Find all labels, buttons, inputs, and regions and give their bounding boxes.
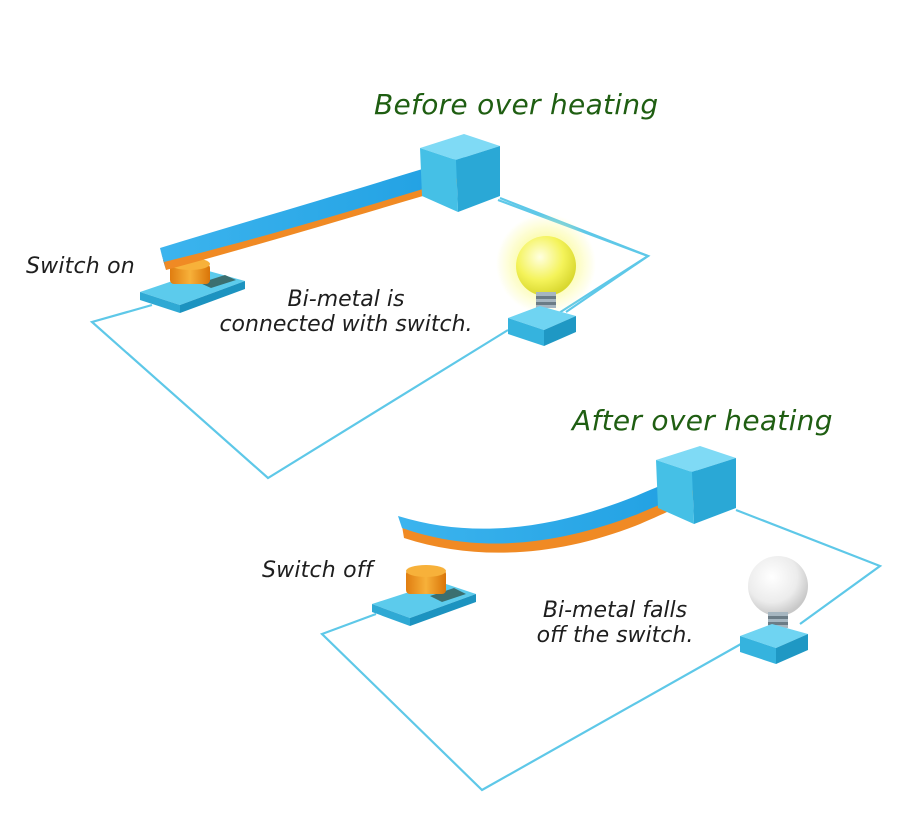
before-switch-base bbox=[140, 270, 245, 313]
after-caption-line2: off the switch. bbox=[536, 623, 694, 648]
after-bulb bbox=[740, 556, 808, 664]
before-circuit bbox=[89, 134, 651, 480]
after-wire-path bbox=[319, 508, 883, 792]
before-heading: Before over heating bbox=[374, 88, 659, 121]
after-switch-label: Switch off bbox=[262, 558, 373, 583]
after-caption-line1: Bi-metal falls bbox=[542, 598, 688, 623]
before-bimetal-strip bbox=[160, 156, 472, 270]
after-anchor-block bbox=[656, 446, 736, 524]
after-heading: After over heating bbox=[572, 404, 833, 437]
before-bulb bbox=[496, 214, 596, 346]
after-caption: Bi-metal falls off the switch. bbox=[500, 598, 730, 648]
before-caption-line1: Bi-metal is bbox=[287, 287, 405, 312]
after-switch-base bbox=[372, 582, 476, 626]
before-anchor-block bbox=[420, 134, 500, 212]
after-switch-contact bbox=[406, 565, 446, 594]
after-circuit bbox=[319, 446, 883, 792]
after-bimetal-strip bbox=[398, 468, 702, 553]
before-switch-label: Switch on bbox=[26, 254, 135, 279]
before-caption: Bi-metal is connected with switch. bbox=[196, 287, 496, 337]
before-caption-line2: connected with switch. bbox=[219, 312, 473, 337]
